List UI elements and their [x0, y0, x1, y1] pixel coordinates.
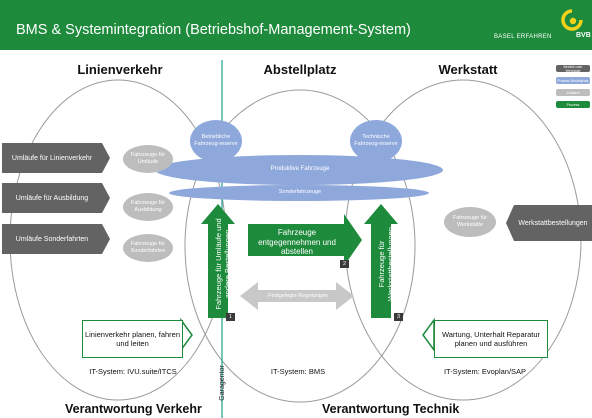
left-box-linienverkehr: Umläufe für Linienverkehr	[2, 143, 102, 173]
right-box-tip	[506, 205, 514, 241]
label-festgelegte-regelungen: Festgelegte Regelungen	[268, 293, 328, 299]
left-box-sonderfahrten: Umläufe Sonderfahrten	[2, 224, 102, 254]
label-produktive-fahrzeuge: Produktive Fahrzeuge	[270, 166, 330, 172]
right-box-werkstattbestellungen: Werkstattbestellungen	[514, 205, 592, 241]
header-bar: BMS & Systemintegration (Betriebshof-Man…	[0, 0, 592, 50]
right-vertical-arrow	[364, 204, 398, 318]
it-system-right: IT-System: Evoplan/SAP	[443, 367, 527, 376]
legend-item-betrieb: Betrieb oder Werkstatt	[556, 65, 590, 73]
section-title-linienverkehr: Linienverkehr	[77, 62, 163, 77]
bubble-betriebliche-reserve: Betriebliche Fahrzeug-reserve	[190, 120, 242, 162]
it-system-left: IT-System: IVU.suite/ITCS	[89, 367, 177, 376]
festgelegte-regelungen-arrow	[240, 282, 354, 310]
label-middle-arrow: Fahrzeuge entgegennehmen und abstellen	[258, 228, 336, 257]
garagentor-label: Garagentor	[219, 365, 226, 401]
abstellplatz-area	[184, 89, 416, 403]
bubble-technische-reserve: Technische Fahrzeug-reserve	[350, 120, 402, 162]
bubble-fahrzeuge-sonderfahrten: Fahrzeuge für Sonderfahrten	[123, 234, 173, 262]
left-box-2-tip	[102, 183, 110, 213]
right-callout-tip	[422, 317, 435, 353]
badge-number-3: 3	[394, 313, 403, 321]
section-title-werkstatt: Werkstatt	[438, 62, 498, 77]
legend-item-prozess: Prozess	[556, 101, 590, 108]
bubble-fahrzeuge-umlaeufe: Fahrzeuge für Umläufe	[123, 145, 173, 173]
page-title: BMS & Systemintegration (Betriebshof-Man…	[16, 22, 411, 38]
diagram-canvas	[9, 60, 582, 418]
brand-tagline: BASEL ERFAHREN	[494, 34, 552, 40]
bvb-logo-text: BVB	[576, 32, 591, 39]
label-sonderfahrzeuge: Sonderfahrzeuge	[278, 189, 322, 195]
left-box-1-tip	[102, 143, 110, 173]
bvb-logo-icon	[561, 9, 583, 31]
bubble-fahrzeuge-ausbildung: Fahrzeuge für Ausbildung	[123, 193, 173, 221]
legend-item-abstellplatz: Prozess Abstellplatz	[556, 77, 590, 84]
middle-arrow	[248, 214, 362, 266]
footer-verantwortung-verkehr: Verantwortung Verkehr	[65, 402, 202, 416]
it-system-middle: IT-System: BMS	[270, 367, 326, 376]
sonderfahrzeuge-band	[169, 185, 429, 201]
footer-verantwortung-technik: Verantwortung Technik	[322, 402, 460, 416]
label-left-vertical-arrow: Fahrzeuge für Umläufe und andere Bestell…	[214, 218, 241, 310]
bubble-fahrzeuge-werkstaette: Fahrzeuge für Werkstätte	[444, 207, 496, 237]
badge-number-2: 2	[340, 260, 349, 268]
legend-item-zustand: Zustand	[556, 89, 590, 96]
left-vertical-arrow	[201, 204, 235, 318]
left-box-ausbildung: Umläufe für Ausbildung	[2, 183, 102, 213]
callout-linienverkehr: Linienverkehr planen, fahren und leiten	[82, 320, 183, 358]
left-box-3-tip	[102, 224, 110, 254]
badge-number-1: 1	[226, 313, 235, 321]
section-title-abstellplatz: Abstellplatz	[263, 62, 337, 77]
label-right-vertical-arrow: Fahrzeuge für Werkstattbestellungen bere…	[377, 226, 404, 302]
produktive-fahrzeuge-band	[155, 155, 443, 185]
callout-werkstatt: Wartung, Unterhalt Reparatur planen und …	[434, 320, 548, 358]
